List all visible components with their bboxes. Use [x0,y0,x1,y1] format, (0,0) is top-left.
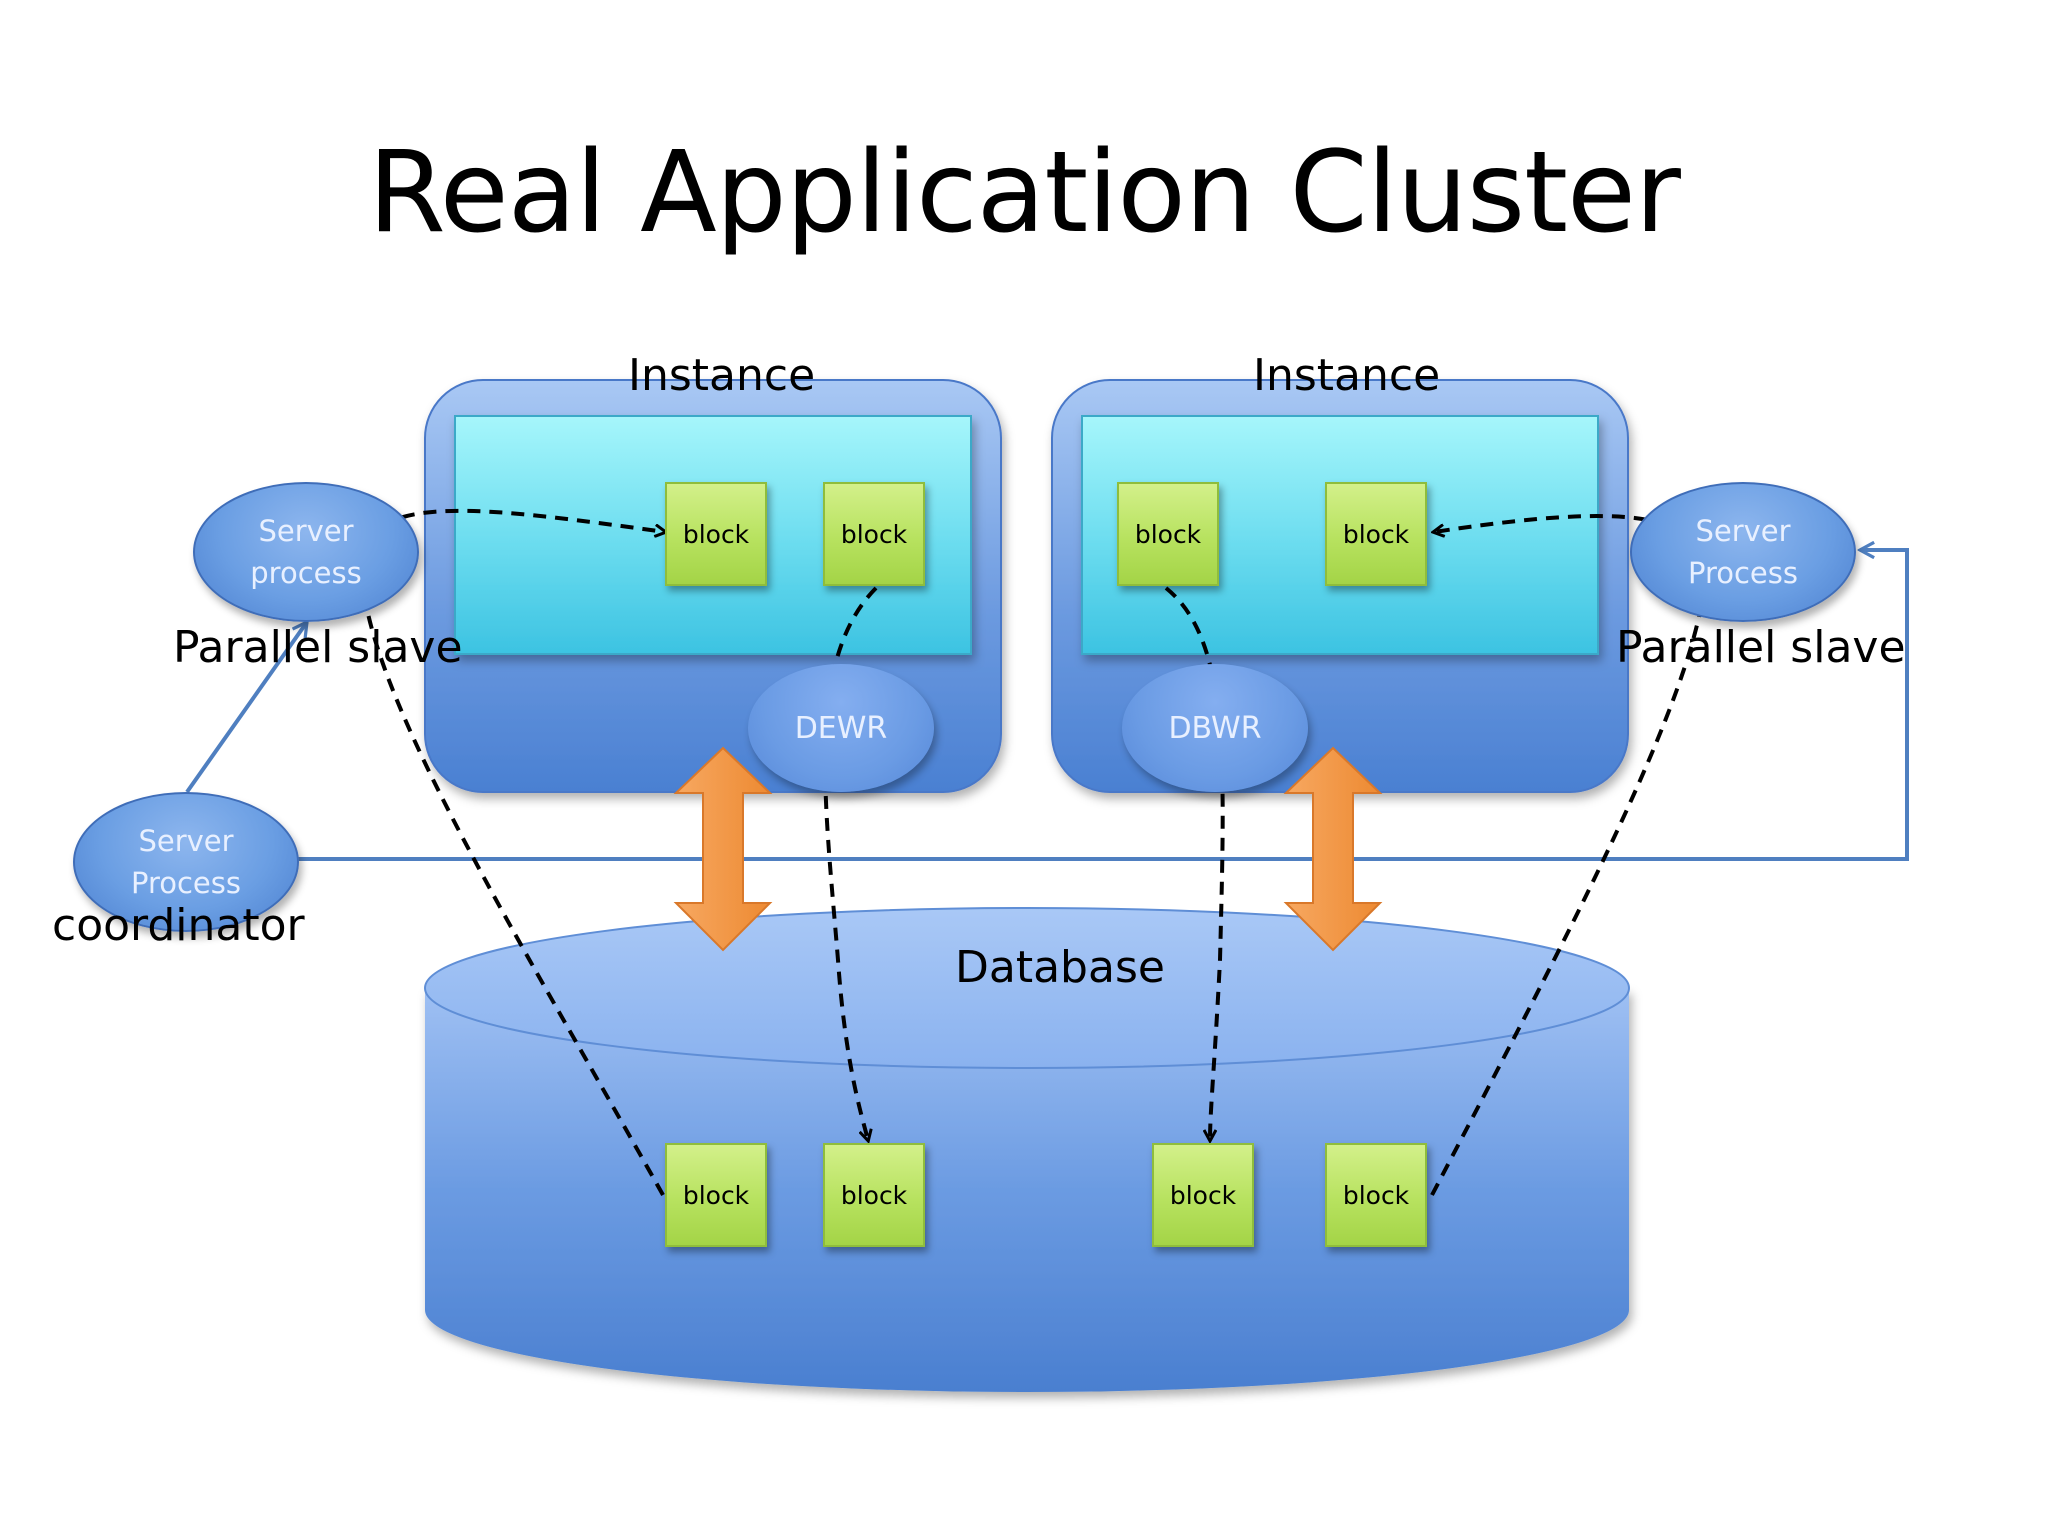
server-process-left-line2: process [250,556,362,590]
coordinator-to-left-slave-connector [185,622,307,794]
cache-block-left-2: block [823,482,925,586]
instance-label-left: Instance [628,350,816,401]
io-arrow-right [1283,746,1383,952]
instance-label-right: Instance [1253,350,1441,401]
page-title: Real Application Cluster [368,128,1681,258]
server-process-right-line2: Process [1687,556,1798,590]
writer-process-right: DBWR [1122,664,1308,792]
cache-block-right-2: block [1325,482,1427,586]
coordinator-to-right-slave-connector [298,550,1909,861]
server-process-right-line1: Server [1695,514,1791,548]
db-block-2: block [823,1143,925,1247]
dashed-flow-right-cache-to-db [1164,586,1225,1140]
cache-block-right-1: block [1117,482,1219,586]
server-process-left-oval: Server process [193,482,419,622]
db-block-1: block [665,1143,767,1247]
dashed-flow-db-to-right-cache [1432,514,1708,1196]
db-block-4: block [1325,1143,1427,1247]
coordinator-oval: Server Process [73,792,299,932]
parallel-slave-caption-left: Parallel slave [173,622,463,673]
server-process-left-line1: Server [258,514,354,548]
server-process-right-oval: Server Process [1630,482,1856,622]
writer-process-left: DEWR [748,664,934,792]
coordinator-line2: Process [130,866,241,900]
cache-block-left-1: block [665,482,767,586]
io-arrow-left [673,746,773,952]
coordinator-caption: coordinator [52,900,305,951]
db-block-3: block [1152,1143,1254,1247]
coordinator-line1: Server [138,824,234,858]
database-label: Database [955,942,1165,993]
parallel-slave-caption-right: Parallel slave [1616,622,1906,673]
